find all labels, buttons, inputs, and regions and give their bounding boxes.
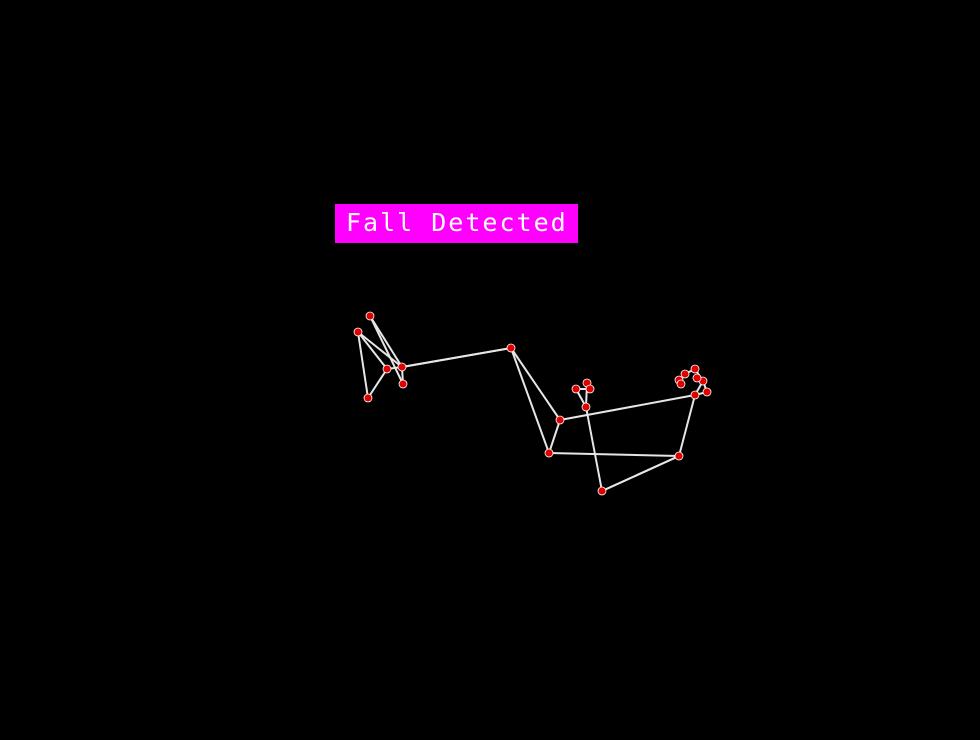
skeleton-bone	[510, 347, 550, 454]
pose-keypoint	[597, 486, 607, 496]
pose-keypoint	[398, 379, 408, 389]
pose-keypoint	[365, 311, 375, 321]
pose-keypoint	[692, 373, 702, 383]
pose-keypoint	[702, 387, 712, 397]
fall-detected-banner: Fall Detected	[335, 204, 578, 243]
pose-keypoint	[555, 415, 565, 425]
skeleton-bone	[401, 347, 512, 368]
skeleton-bone	[357, 331, 388, 370]
pose-keypoint	[674, 451, 684, 461]
skeleton-bone	[548, 419, 561, 454]
pose-keypoint	[680, 369, 690, 379]
pose-keypoint	[571, 384, 581, 394]
skeleton-bone	[369, 315, 403, 368]
pose-keypoint	[690, 390, 700, 400]
skeleton-bone	[585, 406, 603, 492]
pose-keypoint	[353, 327, 363, 337]
skeleton-bone	[369, 315, 404, 385]
skeleton-bone	[510, 347, 561, 421]
skeleton-bone	[548, 452, 680, 457]
skeleton-bone	[559, 394, 696, 421]
skeleton-bones	[357, 315, 708, 492]
pose-keypoint	[382, 364, 392, 374]
pose-keypoint	[581, 402, 591, 412]
skeleton-keypoints	[353, 311, 712, 496]
pose-keypoint	[690, 364, 700, 374]
pose-keypoint	[544, 448, 554, 458]
pose-keypoint	[397, 362, 407, 372]
fall-detected-label: Fall Detected	[346, 208, 568, 237]
pose-keypoint	[676, 379, 686, 389]
skeleton-bone	[678, 394, 696, 457]
skeleton-bone	[357, 331, 403, 368]
skeleton-bone	[601, 455, 680, 492]
pose-keypoint	[506, 343, 516, 353]
skeleton-bone	[367, 368, 388, 399]
pose-keypoint	[363, 393, 373, 403]
pose-keypoint	[585, 384, 595, 394]
skeleton-bone	[357, 331, 369, 399]
